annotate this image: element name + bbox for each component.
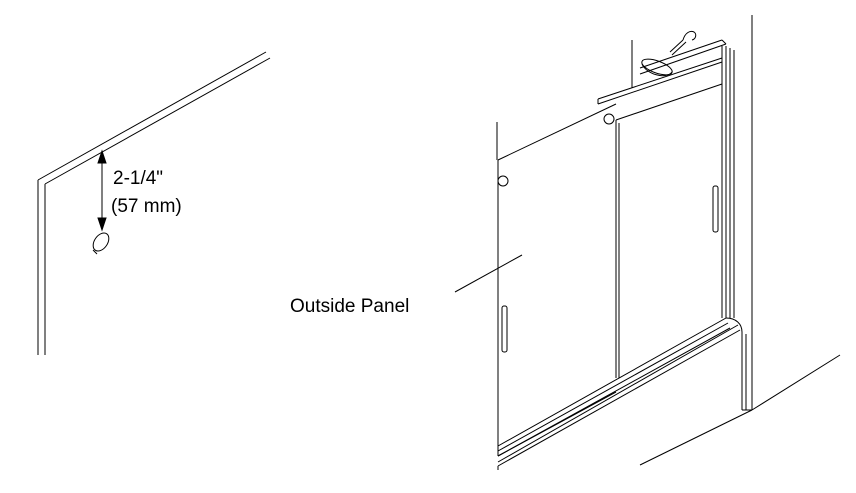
wall-detail — [37, 51, 271, 355]
dimension-imperial-label: 2-1/4" — [113, 168, 163, 189]
outside-panel-label: Outside Panel — [290, 296, 409, 317]
callout-leader-line — [454, 254, 523, 293]
shower-enclosure — [496, 15, 841, 470]
dimension-arrow — [97, 149, 107, 232]
dimension-metric-label: (57 mm) — [111, 196, 182, 217]
drilled-hole-icon — [92, 232, 110, 255]
shower-head-icon — [641, 30, 697, 77]
